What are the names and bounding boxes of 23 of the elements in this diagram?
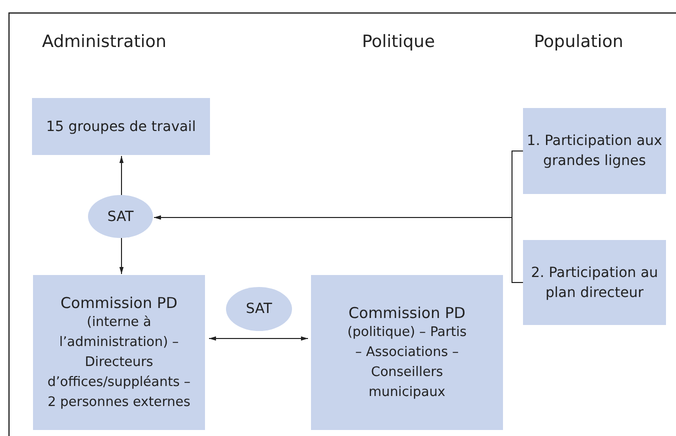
arrow	[119, 156, 124, 196]
node-body: (politique) – Partis – Associations – Conseillers municipaux	[346, 324, 468, 402]
ellipse-node	[226, 287, 292, 331]
ellipse-node	[88, 195, 153, 238]
column-heading: Administration	[42, 32, 166, 52]
column-heading: Population	[534, 32, 624, 52]
node-title: Commission PD	[348, 302, 466, 322]
node-title: SAT	[246, 300, 272, 319]
node-body: (interne à l’administration) – Directeurs d’offices/suppléants – 2 personnes externes	[46, 314, 192, 412]
commission-box	[33, 275, 205, 430]
node-title: 15 groupes de travail	[46, 118, 196, 136]
arrow	[119, 238, 124, 274]
commission-box	[311, 275, 503, 430]
process-box	[523, 240, 666, 325]
node-title: 2. Participation au plan directeur	[530, 264, 660, 302]
node-title: Commission PD	[60, 292, 178, 312]
node-title: 1. Participation aux grandes lignes	[526, 132, 664, 171]
node-title: SAT	[107, 208, 134, 226]
process-box	[523, 108, 666, 194]
arrow	[208, 336, 308, 341]
process-box	[32, 98, 210, 155]
column-heading: Politique	[362, 32, 435, 52]
arrow	[154, 215, 524, 283]
